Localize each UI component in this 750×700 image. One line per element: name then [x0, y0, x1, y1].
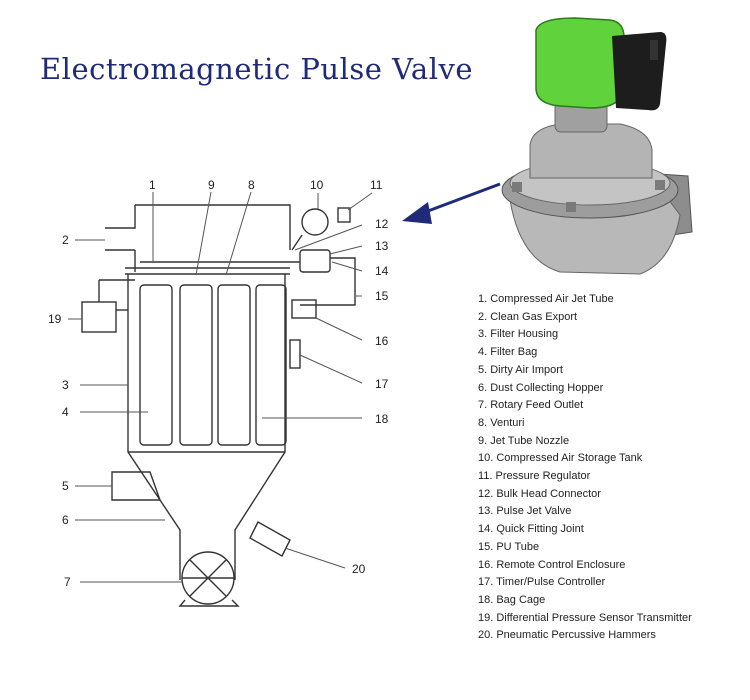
num-10: 10: [310, 178, 324, 192]
legend-item: 9. Jet Tube Nozzle: [478, 433, 692, 451]
num-5: 5: [62, 479, 69, 493]
num-15: 15: [375, 289, 389, 303]
num-8: 8: [248, 178, 255, 192]
legend-item: 18. Bag Cage: [478, 592, 692, 610]
num-9: 9: [208, 178, 215, 192]
num-11: 11: [370, 178, 383, 192]
num-2: 2: [62, 233, 69, 247]
legend-item: 8. Venturi: [478, 415, 692, 433]
legend-item: 13. Pulse Jet Valve: [478, 503, 692, 521]
num-7: 7: [64, 575, 71, 589]
num-12: 12: [375, 217, 389, 231]
legend-item: 14. Quick Fitting Joint: [478, 521, 692, 539]
num-18: 18: [375, 412, 389, 426]
legend-item: 2. Clean Gas Export: [478, 309, 692, 327]
num-16: 16: [375, 334, 389, 348]
num-17: 17: [375, 377, 389, 391]
legend-item: 11. Pressure Regulator: [478, 468, 692, 486]
legend-item: 6. Dust Collecting Hopper: [478, 380, 692, 398]
legend-item: 10. Compressed Air Storage Tank: [478, 450, 692, 468]
num-13: 13: [375, 239, 389, 253]
num-20: 20: [352, 562, 366, 576]
num-3: 3: [62, 378, 69, 392]
num-1: 1: [149, 178, 156, 192]
legend-item: 1. Compressed Air Jet Tube: [478, 291, 692, 309]
legend-item: 16. Remote Control Enclosure: [478, 557, 692, 575]
legend-item: 15. PU Tube: [478, 539, 692, 557]
legend-item: 3. Filter Housing: [478, 326, 692, 344]
legend-item: 7. Rotary Feed Outlet: [478, 397, 692, 415]
num-6: 6: [62, 513, 69, 527]
legend-item: 20. Pneumatic Percussive Hammers: [478, 627, 692, 645]
legend-item: 12. Bulk Head Connector: [478, 486, 692, 504]
num-4: 4: [62, 405, 69, 419]
legend-item: 17. Timer/Pulse Controller: [478, 574, 692, 592]
pointer-arrow: [402, 184, 500, 224]
collector-housing: [82, 205, 355, 606]
legend-item: 4. Filter Bag: [478, 344, 692, 362]
pulse-valve-photo: [502, 18, 692, 274]
legend-item: 19. Differential Pressure Sensor Transmi…: [478, 610, 692, 628]
num-19: 19: [48, 312, 62, 326]
num-14: 14: [375, 264, 389, 278]
legend-item: 5. Dirty Air Import: [478, 362, 692, 380]
parts-legend: 1. Compressed Air Jet Tube 2. Clean Gas …: [478, 291, 692, 645]
